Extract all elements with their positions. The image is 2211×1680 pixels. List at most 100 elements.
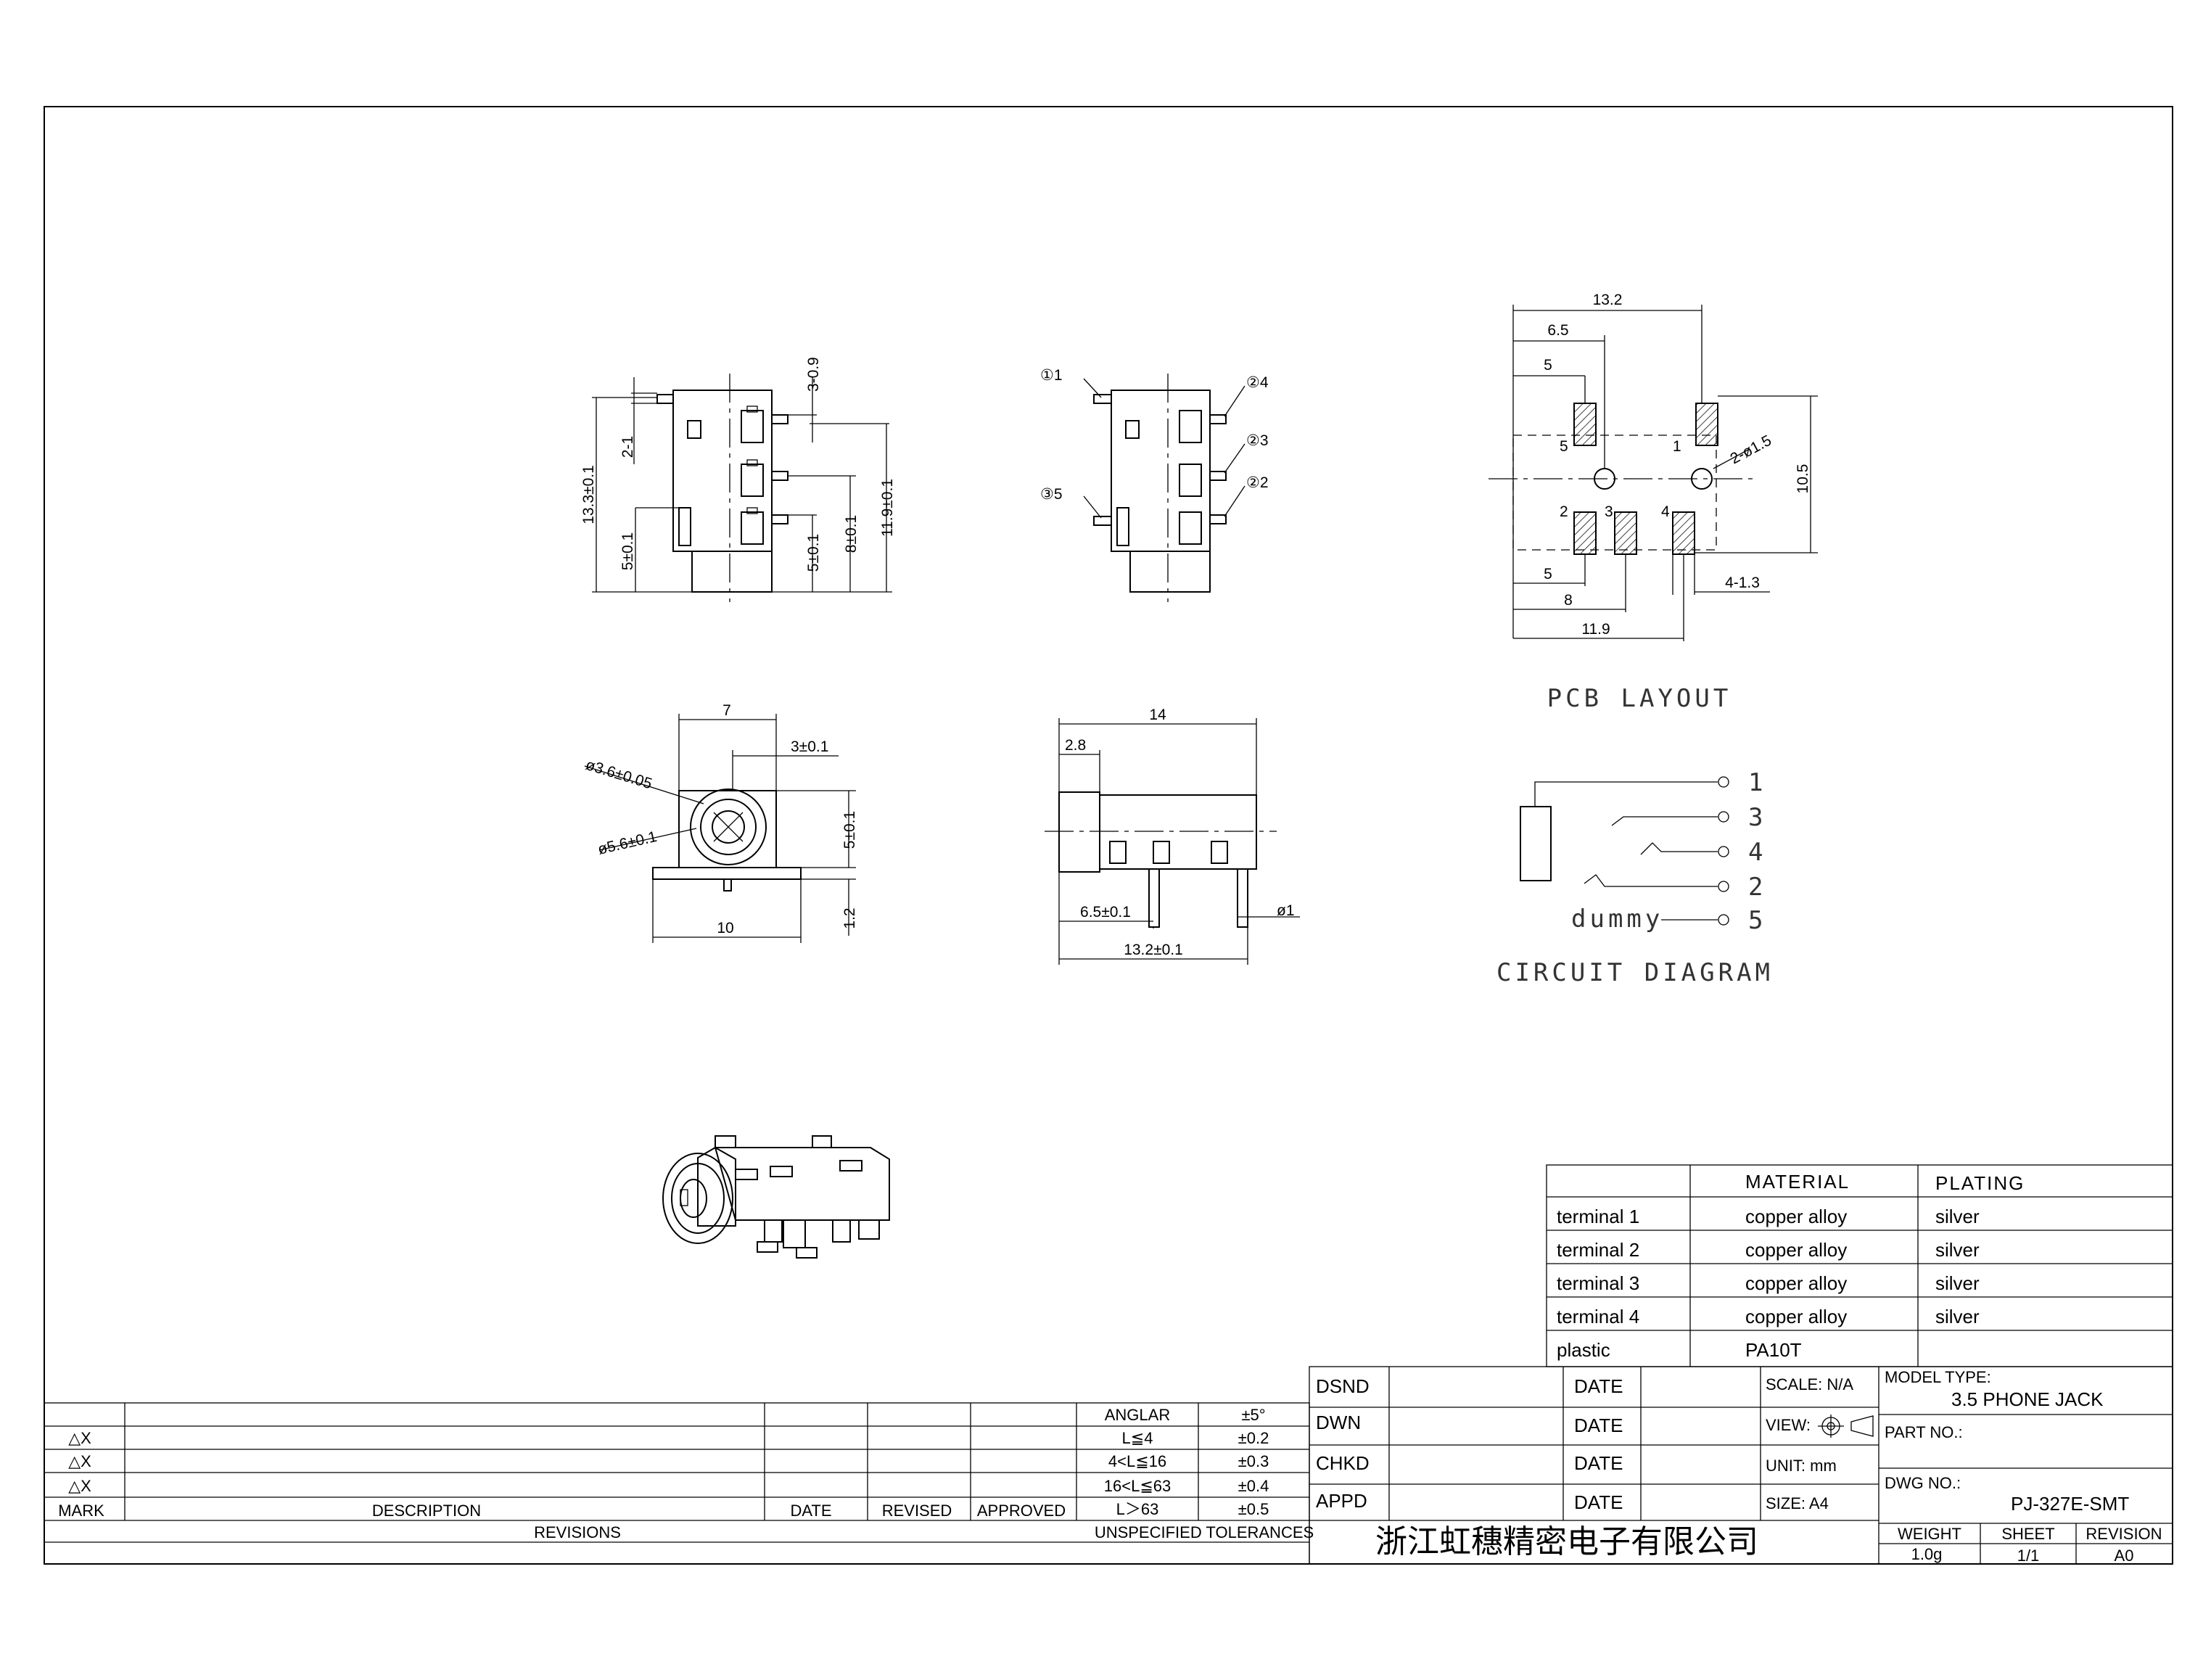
pin-view: ①1 ②4 ②3 ②2 ③5 (1040, 367, 1269, 602)
dim-front-4: 5±0.1 (805, 534, 822, 572)
company-name: 浙江虹穗精密电子有限公司 (1375, 1524, 1758, 1560)
title-block: DSND DWN CHKD APPD DATE DATE DATE DATE S… (1309, 1366, 2173, 1565)
projection-symbol-icon (1818, 1415, 1874, 1438)
dim-front-6: 11.9±0.1 (879, 479, 896, 537)
role-appd: APPD (1316, 1490, 1367, 1512)
dim-side-3: ø5.6±0.1 (596, 828, 659, 858)
pcb-layout-title: PCB LAYOUT (1547, 684, 1732, 713)
dwg-no-label: DWG NO.: (1885, 1474, 1961, 1492)
materials-table: MATERIAL PLATING terminal 1 copper alloy s… (1546, 1164, 2173, 1367)
weight: 1.0g (1911, 1545, 1943, 1563)
rev-header-revised: REVISED (882, 1502, 952, 1520)
dim-bottom-1: 2.8 (1065, 737, 1086, 754)
material-row-4-plating: silver (1935, 1306, 1980, 1327)
part-no-label: PART NO.: (1885, 1423, 1963, 1441)
material-row-3-plating: silver (1935, 1272, 1980, 1294)
weight-label: WEIGHT (1898, 1525, 1961, 1543)
sheet: 1/1 (2017, 1547, 2040, 1565)
dim-pcb-3: 10.5 (1795, 464, 1811, 494)
dim-pcb-2: 5 (1544, 357, 1552, 374)
material-row-2-part: terminal 2 (1557, 1239, 1639, 1261)
isometric-view (662, 1135, 890, 1259)
material-row-5-part: plastic (1557, 1339, 1610, 1361)
dim-pcb-6: 8 (1564, 592, 1573, 609)
pin-label-5: ③5 (1040, 486, 1063, 503)
tolerance-row-4-value: ±0.4 (1238, 1477, 1269, 1495)
front-view: 3-0.9 2-1 13.3±0.1 5±0.1 5±0.1 8±0.1 11.… (580, 357, 896, 602)
dim-front-5: 8±0.1 (843, 515, 860, 553)
material-row-1-part: terminal 1 (1557, 1206, 1639, 1227)
material-row-4-material: copper alloy (1745, 1306, 1847, 1327)
dim-bottom-2: 6.5±0.1 (1080, 904, 1131, 921)
pad-number-1: 1 (1673, 438, 1681, 455)
revisions-footer: REVISIONS (534, 1523, 621, 1541)
date-label-2: DATE (1574, 1415, 1623, 1436)
material-row-2-material: copper alloy (1745, 1239, 1847, 1261)
pad-number-2: 2 (1560, 503, 1568, 520)
circuit-diagram: 1 3 4 2 5 dummy CIRCUIT DIAGRAM (1496, 768, 1774, 987)
role-chkd: CHKD (1316, 1452, 1370, 1474)
revision: A0 (2115, 1547, 2134, 1565)
pin-label-4: ②4 (1246, 374, 1269, 391)
pin-label-2: ②2 (1246, 474, 1269, 491)
view-label: VIEW: (1766, 1416, 1811, 1434)
pad-number-5: 5 (1560, 438, 1568, 455)
plating-header: PLATING (1935, 1172, 2025, 1194)
dummy-label: dummy (1571, 905, 1663, 934)
model-type: 3.5 PHONE JACK (1951, 1388, 2104, 1410)
revisions-table: △X △X △X MARK DESCRIPTION DATE REVISED A… (44, 1402, 1314, 1565)
terminal-4: 4 (1748, 838, 1766, 867)
size: SIZE: A4 (1766, 1494, 1829, 1512)
material-row-5-material: PA10T (1745, 1339, 1802, 1361)
rev-header-mark: MARK (58, 1502, 104, 1520)
pcb-layout: 13.2 6.5 5 10.5 2-ø1.5 5 8 11.9 4-1.3 5 … (1489, 292, 1818, 713)
dim-pcb-8: 4-1.3 (1725, 575, 1760, 591)
scale: SCALE: N/A (1766, 1375, 1853, 1393)
pin-label-3: ②3 (1246, 432, 1269, 449)
dim-pcb-4: 2-ø1.5 (1728, 432, 1774, 468)
circuit-diagram-title: CIRCUIT DIAGRAM (1496, 958, 1774, 987)
material-header: MATERIAL (1745, 1171, 1850, 1193)
dim-front-0: 3-0.9 (805, 357, 822, 392)
dim-side-0: 7 (722, 702, 731, 719)
date-label-4: DATE (1574, 1491, 1623, 1513)
role-dwn: DWN (1316, 1412, 1361, 1433)
tolerance-row-4-range: 16<L≦63 (1104, 1477, 1171, 1495)
material-row-1-plating: silver (1935, 1206, 1980, 1227)
tolerance-row-1-range: ANGLAR (1105, 1406, 1170, 1424)
revision-label: REVISION (2086, 1525, 2162, 1543)
tolerance-row-2-value: ±0.2 (1238, 1429, 1269, 1447)
drawing-border (44, 106, 2173, 1565)
material-row-2-plating: silver (1935, 1239, 1980, 1261)
revision-mark-3: △X (68, 1477, 91, 1495)
dim-front-2: 13.3±0.1 (580, 465, 597, 524)
tolerance-row-2-range: L≦4 (1122, 1429, 1153, 1447)
dim-front-3: 5±0.1 (619, 532, 636, 570)
material-row-4-part: terminal 4 (1557, 1306, 1639, 1327)
pin-label-1: ①1 (1040, 367, 1063, 384)
terminal-5: 5 (1748, 906, 1766, 935)
tolerance-row-3-value: ±0.3 (1238, 1452, 1269, 1470)
material-row-3-material: copper alloy (1745, 1272, 1847, 1294)
terminal-2: 2 (1748, 873, 1766, 902)
dwg-no: PJ-327E-SMT (2011, 1493, 2129, 1515)
dim-pcb-0: 13.2 (1593, 292, 1623, 308)
pad-number-3: 3 (1605, 503, 1613, 520)
dim-side-5: 1.2 (841, 907, 858, 928)
dim-bottom-3: ø1 (1277, 902, 1295, 919)
unit: UNIT: mm (1766, 1457, 1837, 1475)
material-row-1-material: copper alloy (1745, 1206, 1847, 1227)
dim-bottom-0: 14 (1149, 707, 1166, 723)
date-label-1: DATE (1574, 1375, 1623, 1397)
side-view: 7 3±0.1 ø3.6±0.05 ø5.6±0.1 5±0.1 1.2 10 (584, 702, 858, 943)
tolerance-row-1-value: ±5° (1241, 1406, 1265, 1424)
tolerance-row-3-range: 4<L≦16 (1108, 1452, 1166, 1470)
rev-header-approved: APPROVED (977, 1502, 1066, 1520)
rev-header-date: DATE (790, 1502, 831, 1520)
model-type-label: MODEL TYPE: (1885, 1368, 1991, 1386)
dim-bottom-4: 13.2±0.1 (1124, 942, 1183, 958)
rev-header-description: DESCRIPTION (372, 1502, 481, 1520)
tolerance-row-5-value: ±0.5 (1238, 1500, 1269, 1518)
dim-side-4: 5±0.1 (841, 811, 858, 849)
